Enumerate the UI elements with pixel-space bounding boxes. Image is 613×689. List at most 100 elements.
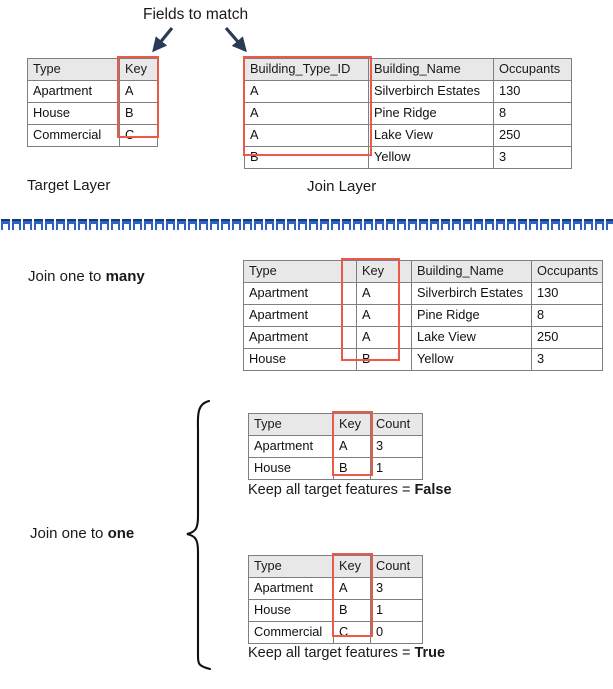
divider-segment <box>265 219 274 230</box>
divider-segment <box>375 219 384 230</box>
target-layer-table: Type Key Apartment A House B Commercial … <box>27 58 158 147</box>
column-header: Count <box>370 413 423 436</box>
arrow-down-right-icon <box>224 26 247 53</box>
divider-segment <box>122 219 131 230</box>
divider-segment <box>1 219 10 230</box>
cell: 1 <box>370 599 423 622</box>
divider-segment <box>463 219 472 230</box>
cell: Silverbirch Estates <box>411 282 532 305</box>
divider-segment <box>496 219 505 230</box>
column-header: Key <box>119 58 158 81</box>
cell: 0 <box>370 621 423 644</box>
column-header: Occupants <box>493 58 572 81</box>
cell: Apartment <box>248 577 334 600</box>
table-row: Apartment A Lake View 250 <box>243 326 603 349</box>
cell: 250 <box>531 326 603 349</box>
divider-segment <box>430 219 439 230</box>
divider-segment <box>485 219 494 230</box>
divider-segment <box>287 219 296 230</box>
cell: House <box>248 599 334 622</box>
divider-segment <box>34 219 43 230</box>
table-row: Apartment A 3 <box>248 577 423 600</box>
divider-segment <box>78 219 87 230</box>
table-row: House B 1 <box>248 457 423 480</box>
divider-segment <box>419 219 428 230</box>
table-row: House B Yellow 3 <box>243 348 603 371</box>
divider-segment <box>89 219 98 230</box>
cell: Apartment <box>243 304 357 327</box>
table-row: B Yellow 3 <box>244 146 572 169</box>
divider-segment <box>397 219 406 230</box>
divider-segment <box>155 219 164 230</box>
cell: House <box>27 102 120 125</box>
divider-segment <box>562 219 571 230</box>
column-header: Count <box>370 555 423 578</box>
cell: B <box>356 348 412 371</box>
keep-value: False <box>414 482 452 498</box>
divider-segment <box>309 219 318 230</box>
cell: 3 <box>493 146 572 169</box>
table-row: Apartment A Silverbirch Estates 130 <box>243 282 603 305</box>
cell: Apartment <box>248 435 334 458</box>
cell: A <box>244 80 369 103</box>
divider-segment <box>551 219 560 230</box>
keep-value: True <box>414 645 446 661</box>
divider-segment <box>474 219 483 230</box>
diagram-title: Fields to match <box>143 6 249 23</box>
divider-segment <box>386 219 395 230</box>
one-to-many-result-table: Type Key Building_Name Occupants Apartme… <box>243 260 603 371</box>
cell: 3 <box>370 435 423 458</box>
one-to-one-false-table: Type Key Count Apartment A 3 House B 1 <box>248 413 423 480</box>
table-row: A Silverbirch Estates 130 <box>244 80 572 103</box>
column-header: Type <box>248 413 334 436</box>
cell: B <box>333 599 371 622</box>
cell: Pine Ridge <box>368 102 494 125</box>
divider-segment <box>441 219 450 230</box>
cell: A <box>356 282 412 305</box>
divider-segment <box>144 219 153 230</box>
section-divider <box>0 219 613 230</box>
divider-segment <box>452 219 461 230</box>
divider-segment <box>111 219 120 230</box>
divider-segment <box>12 219 21 230</box>
divider-segment <box>584 219 593 230</box>
divider-segment <box>518 219 527 230</box>
join-layer-label: Join Layer <box>307 178 377 195</box>
cell: A <box>356 304 412 327</box>
cell: 8 <box>493 102 572 125</box>
divider-segment <box>276 219 285 230</box>
divider-segment <box>254 219 263 230</box>
join-one-to-one-label: Join one to one <box>30 525 134 542</box>
divider-segment <box>221 219 230 230</box>
divider-segment <box>342 219 351 230</box>
cell: Lake View <box>368 124 494 147</box>
column-header: Type <box>27 58 120 81</box>
cell: Apartment <box>243 282 357 305</box>
divider-segment <box>408 219 417 230</box>
cell: 130 <box>531 282 603 305</box>
cell: Lake View <box>411 326 532 349</box>
divider-segment <box>595 219 604 230</box>
divider-segment <box>177 219 186 230</box>
cell: Commercial <box>27 124 120 147</box>
table-header-row: Building_Type_ID Building_Name Occupants <box>244 58 572 81</box>
divider-segment <box>23 219 32 230</box>
join-one-to-many-emphasis: many <box>105 268 145 285</box>
cell: B <box>333 457 371 480</box>
cell: B <box>119 102 158 125</box>
cell: 250 <box>493 124 572 147</box>
divider-segment <box>100 219 109 230</box>
column-header: Occupants <box>531 260 603 283</box>
join-one-to-one-emphasis: one <box>107 525 135 542</box>
divider-segment <box>232 219 241 230</box>
column-header: Type <box>243 260 357 283</box>
cell: Pine Ridge <box>411 304 532 327</box>
divider-segment <box>540 219 549 230</box>
divider-segment <box>199 219 208 230</box>
table-row: A Lake View 250 <box>244 124 572 147</box>
column-header: Building_Name <box>411 260 532 283</box>
divider-segment <box>364 219 373 230</box>
cell: 3 <box>370 577 423 600</box>
cell: C <box>119 124 158 147</box>
